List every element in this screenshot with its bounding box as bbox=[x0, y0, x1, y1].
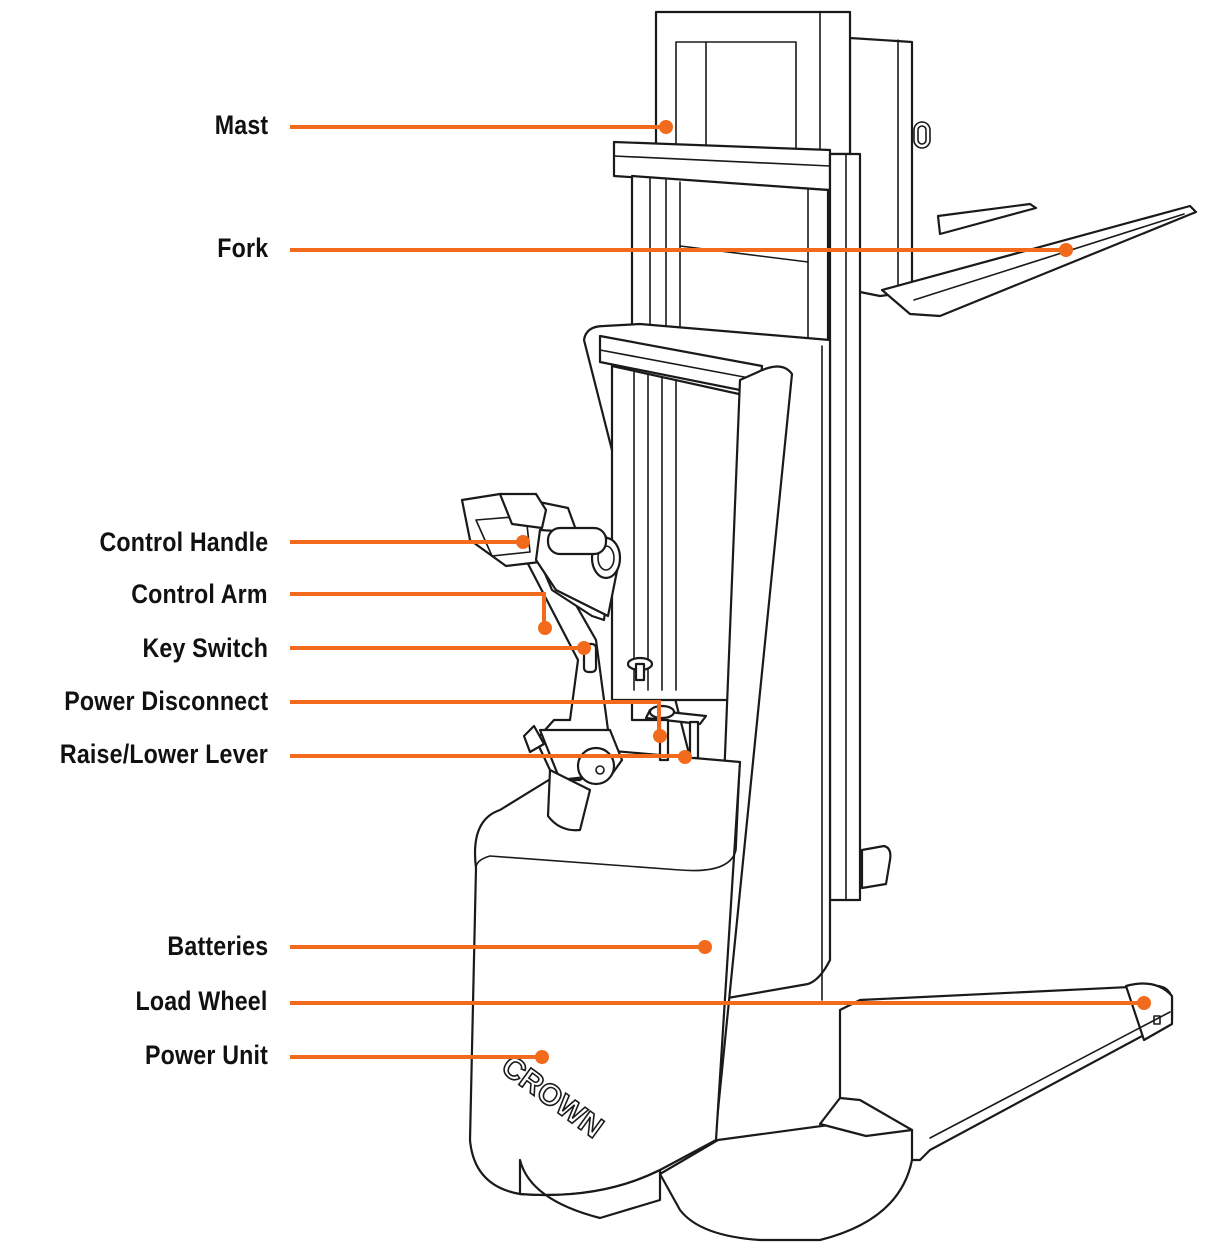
label-load-wheel: Load Wheel bbox=[135, 986, 268, 1016]
label-power-disconnect: Power Disconnect bbox=[63, 686, 268, 716]
control-handle bbox=[460, 492, 622, 622]
label-batteries: Batteries bbox=[167, 931, 268, 961]
label-control-handle: Control Handle bbox=[99, 527, 268, 557]
marker-raise-lower-lever bbox=[678, 750, 692, 764]
label-key-switch: Key Switch bbox=[142, 633, 268, 663]
fork-back bbox=[936, 202, 1038, 236]
base-leg bbox=[658, 982, 1174, 1242]
leader-power-disconnect bbox=[290, 700, 661, 735]
marker-load-wheel bbox=[1137, 996, 1151, 1010]
fork-front bbox=[880, 204, 1198, 318]
label-mast: Mast bbox=[214, 110, 268, 140]
marker-key-switch bbox=[577, 641, 591, 655]
label-power-unit: Power Unit bbox=[145, 1040, 268, 1070]
marker-mast bbox=[659, 120, 673, 134]
label-fork: Fork bbox=[216, 233, 268, 263]
marker-power-unit bbox=[535, 1050, 549, 1064]
leader-control-arm bbox=[290, 592, 546, 627]
marker-power-disconnect bbox=[653, 729, 667, 743]
power-unit: CROWN bbox=[468, 748, 742, 1220]
label-raise-lower-lever: Raise/Lower Lever bbox=[59, 739, 268, 769]
marker-fork bbox=[1059, 243, 1073, 257]
mast-housing bbox=[582, 322, 832, 1132]
marker-control-arm bbox=[538, 621, 552, 635]
label-control-arm: Control Arm bbox=[131, 579, 268, 609]
mast-bracket bbox=[860, 844, 892, 890]
marker-batteries bbox=[698, 940, 712, 954]
marker-control-handle bbox=[516, 535, 530, 549]
